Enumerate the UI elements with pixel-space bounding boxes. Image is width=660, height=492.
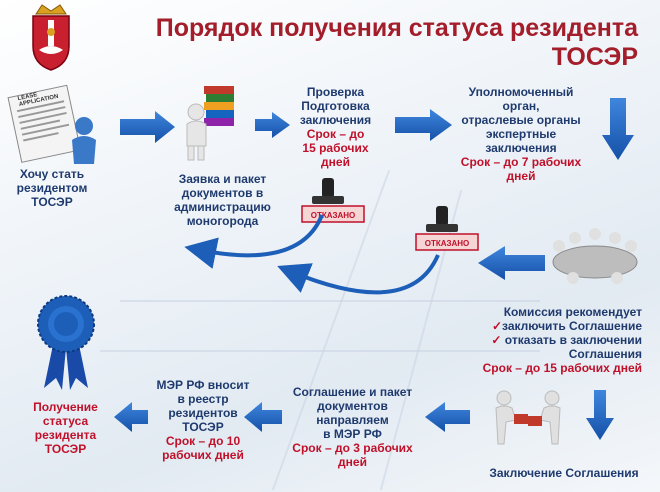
step-check-line: Проверка <box>306 85 365 99</box>
step-application-line: Заявка и пакет <box>178 172 267 186</box>
step-check-line: заключения <box>299 113 372 127</box>
arrow-right <box>395 109 452 141</box>
step-authorized-line: Уполномоченный <box>468 85 574 99</box>
step-application: Заявка и пакет документов в администраци… <box>150 172 295 228</box>
stamp-label: ОТКАЗАНО <box>311 211 356 220</box>
step-application-line: администрацию <box>174 200 271 214</box>
step-registry-line: МЭР РФ вносит <box>156 378 250 392</box>
page-title: Порядок получения статуса резидента ТОСЭ… <box>118 14 638 72</box>
arrow-left <box>114 402 148 432</box>
step-application-line: моногорода <box>186 214 259 228</box>
stamp-label: ОТКАЗАНО <box>425 239 470 248</box>
step-send-line: в МЭР РФ <box>323 427 382 441</box>
award-rosette-icon <box>37 295 95 390</box>
coat-of-arms-icon <box>32 4 70 71</box>
step-registry-line: ТОСЭР <box>182 420 224 434</box>
step-want-line: ТОСЭР <box>31 195 73 209</box>
step-registry-deadline: Срок – до 10 <box>165 434 241 448</box>
arrow-right <box>255 112 290 138</box>
arrow-right <box>120 111 175 143</box>
bg-line <box>100 350 540 352</box>
step-commission: Комиссия рекомендует ✓заключить Соглашен… <box>450 305 642 375</box>
step-authorized-body: Уполномоченный орган, отраслевые органы … <box>446 85 596 183</box>
step-want-line: резидентом <box>16 181 88 195</box>
step-authorized-line: экспертные <box>485 127 557 141</box>
step-status-line: статуса <box>42 414 89 428</box>
commission-option-cont: Соглашения <box>568 347 642 361</box>
lease-application-icon <box>7 84 96 164</box>
step-want: Хочу стать резидентом ТОСЭР <box>2 167 102 209</box>
step-registry-line: резидентов <box>168 406 238 420</box>
step-commission-line: Комиссия рекомендует <box>503 305 642 319</box>
arrow-down <box>602 98 634 160</box>
step-authorized-line: отраслевые органы <box>461 113 581 127</box>
title-line-1: Порядок получения статуса резидента <box>155 14 638 42</box>
step-send-deadline: дней <box>338 455 367 469</box>
return-arrow <box>277 254 440 295</box>
bg-line <box>120 300 540 302</box>
arrow-left <box>244 402 282 432</box>
step-send-line: Соглашение и пакет <box>292 385 413 399</box>
step-check-deadline: Срок – до <box>306 127 365 141</box>
agreement-handshake-icon <box>495 390 561 445</box>
step-send-line: документов <box>317 399 388 413</box>
step-registry-line: в реестр <box>177 392 229 406</box>
rejected-stamp-icon: ОТКАЗАНО <box>301 178 365 223</box>
arrow-down <box>586 390 614 440</box>
step-commission-deadline: Срок – до 15 рабочих дней <box>482 361 642 375</box>
person-with-documents-icon <box>186 86 234 161</box>
commission-option: заключить Соглашение <box>502 319 642 333</box>
check-icon: ✓ <box>491 319 503 333</box>
arrow-left <box>478 246 545 280</box>
commission-option: отказать в заключении <box>504 333 642 347</box>
step-authorized-line: орган, <box>502 99 540 113</box>
return-arrow <box>184 214 324 269</box>
step-conclusion: Заключение Соглашения <box>474 466 654 480</box>
step-status-line: Получение <box>33 400 98 414</box>
step-authorized-deadline: Срок – до 7 рабочих <box>460 155 582 169</box>
step-check-deadline: 15 рабочих <box>302 141 369 155</box>
step-check-deadline: дней <box>321 155 350 169</box>
step-authorized-deadline: дней <box>506 169 536 183</box>
step-status-line: резидента <box>34 428 97 442</box>
step-status-line: ТОСЭР <box>44 442 87 456</box>
step-send-deadline: Срок – до 3 рабочих <box>292 441 413 455</box>
step-want-line: Хочу стать <box>19 167 85 181</box>
commission-meeting-icon <box>552 228 638 284</box>
step-registry-deadline: рабочих дней <box>162 448 244 462</box>
arrow-left <box>425 402 470 432</box>
step-status: Получение статуса резидента ТОСЭР <box>18 400 113 456</box>
step-application-line: документов в <box>181 186 264 200</box>
step-send-line: направляем <box>316 413 389 427</box>
step-check: Проверка Подготовка заключения Срок – до… <box>283 85 388 169</box>
step-send: Соглашение и пакет документов направляем… <box>280 385 425 469</box>
title-line-2: ТОСЭР <box>551 43 638 71</box>
step-registry: МЭР РФ вносит в реестр резидентов ТОСЭР … <box>148 378 258 462</box>
step-conclusion-line: Заключение Соглашения <box>489 466 639 480</box>
check-icon: ✓ <box>491 333 502 347</box>
step-check-line: Подготовка <box>301 99 370 113</box>
step-authorized-line: заключения <box>485 141 557 155</box>
rejected-stamp-icon: ОТКАЗАНО <box>415 206 479 251</box>
